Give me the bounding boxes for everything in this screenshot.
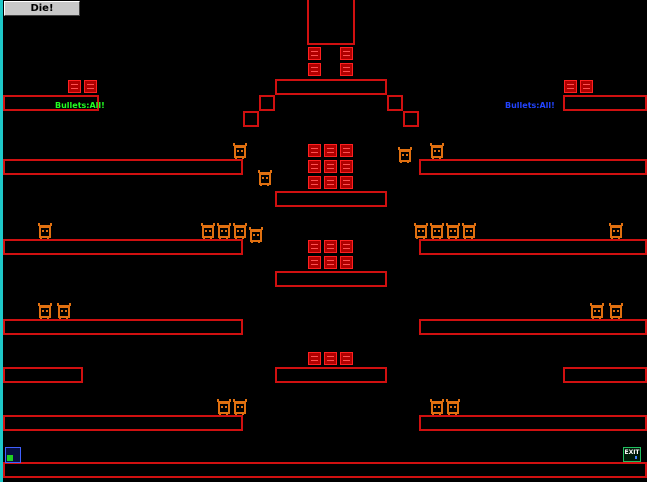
crate-icon [308, 256, 321, 269]
enemy-monster-icon[interactable] [217, 399, 230, 414]
platform [563, 95, 647, 111]
platform [3, 159, 243, 175]
platform [275, 367, 387, 383]
bullets-pickup-left[interactable]: Bullets:All! [55, 101, 105, 110]
platform [307, 0, 355, 45]
crate-icon [324, 176, 337, 189]
enemy-monster-icon[interactable] [430, 399, 443, 414]
crate-icon [324, 256, 337, 269]
platform [3, 239, 243, 255]
enemy-monster-icon[interactable] [462, 223, 475, 238]
die-button[interactable]: Die! [4, 1, 80, 16]
enemy-monster-icon[interactable] [233, 223, 246, 238]
enemy-monster-icon[interactable] [446, 399, 459, 414]
enemy-monster-icon[interactable] [398, 147, 411, 162]
enemy-monster-icon[interactable] [609, 303, 622, 318]
enemy-monster-icon[interactable] [233, 399, 246, 414]
crate-icon [340, 256, 353, 269]
crate-icon [84, 80, 97, 93]
platform [419, 239, 647, 255]
crate-icon [308, 47, 321, 60]
enemy-monster-icon[interactable] [249, 227, 262, 242]
platform [3, 462, 647, 478]
platform [275, 271, 387, 287]
crate-icon [308, 352, 321, 365]
platform [3, 415, 243, 431]
enemy-monster-icon[interactable] [258, 170, 271, 185]
enemy-monster-icon[interactable] [430, 143, 443, 158]
player-icon[interactable] [5, 447, 21, 463]
platform [259, 95, 275, 111]
crate-icon [68, 80, 81, 93]
crate-icon [324, 144, 337, 157]
crate-icon [340, 176, 353, 189]
crate-icon [340, 352, 353, 365]
enemy-monster-icon[interactable] [414, 223, 427, 238]
crate-icon [340, 160, 353, 173]
platform [3, 95, 99, 111]
platform [419, 415, 647, 431]
crate-icon [324, 240, 337, 253]
window-left-edge [0, 0, 3, 482]
platform [3, 319, 243, 335]
platform [419, 159, 647, 175]
platform [243, 111, 259, 127]
exit-label: EXIT [624, 449, 640, 456]
enemy-monster-icon[interactable] [57, 303, 70, 318]
crate-icon [580, 80, 593, 93]
enemy-monster-icon[interactable] [609, 223, 622, 238]
enemy-monster-icon[interactable] [430, 223, 443, 238]
crate-icon [308, 160, 321, 173]
platform [3, 367, 83, 383]
crate-icon [308, 63, 321, 76]
platform [419, 319, 647, 335]
platform [403, 111, 419, 127]
crate-icon [340, 144, 353, 157]
enemy-monster-icon[interactable] [233, 143, 246, 158]
enemy-monster-icon[interactable] [590, 303, 603, 318]
crate-icon [340, 240, 353, 253]
crate-icon [340, 63, 353, 76]
crate-icon [308, 240, 321, 253]
platform [275, 191, 387, 207]
enemy-monster-icon[interactable] [217, 223, 230, 238]
platform [387, 95, 403, 111]
enemy-monster-icon[interactable] [38, 223, 51, 238]
crate-icon [340, 47, 353, 60]
crate-icon [564, 80, 577, 93]
platform [275, 79, 387, 95]
enemy-monster-icon[interactable] [38, 303, 51, 318]
crate-icon [324, 352, 337, 365]
bullets-pickup-right[interactable]: Bullets:All! [505, 101, 555, 110]
enemy-monster-icon[interactable] [446, 223, 459, 238]
enemy-monster-icon[interactable] [201, 223, 214, 238]
exit-door-icon[interactable]: EXIT [623, 447, 641, 462]
crate-icon [324, 160, 337, 173]
crate-icon [308, 144, 321, 157]
platform [563, 367, 647, 383]
crate-icon [308, 176, 321, 189]
